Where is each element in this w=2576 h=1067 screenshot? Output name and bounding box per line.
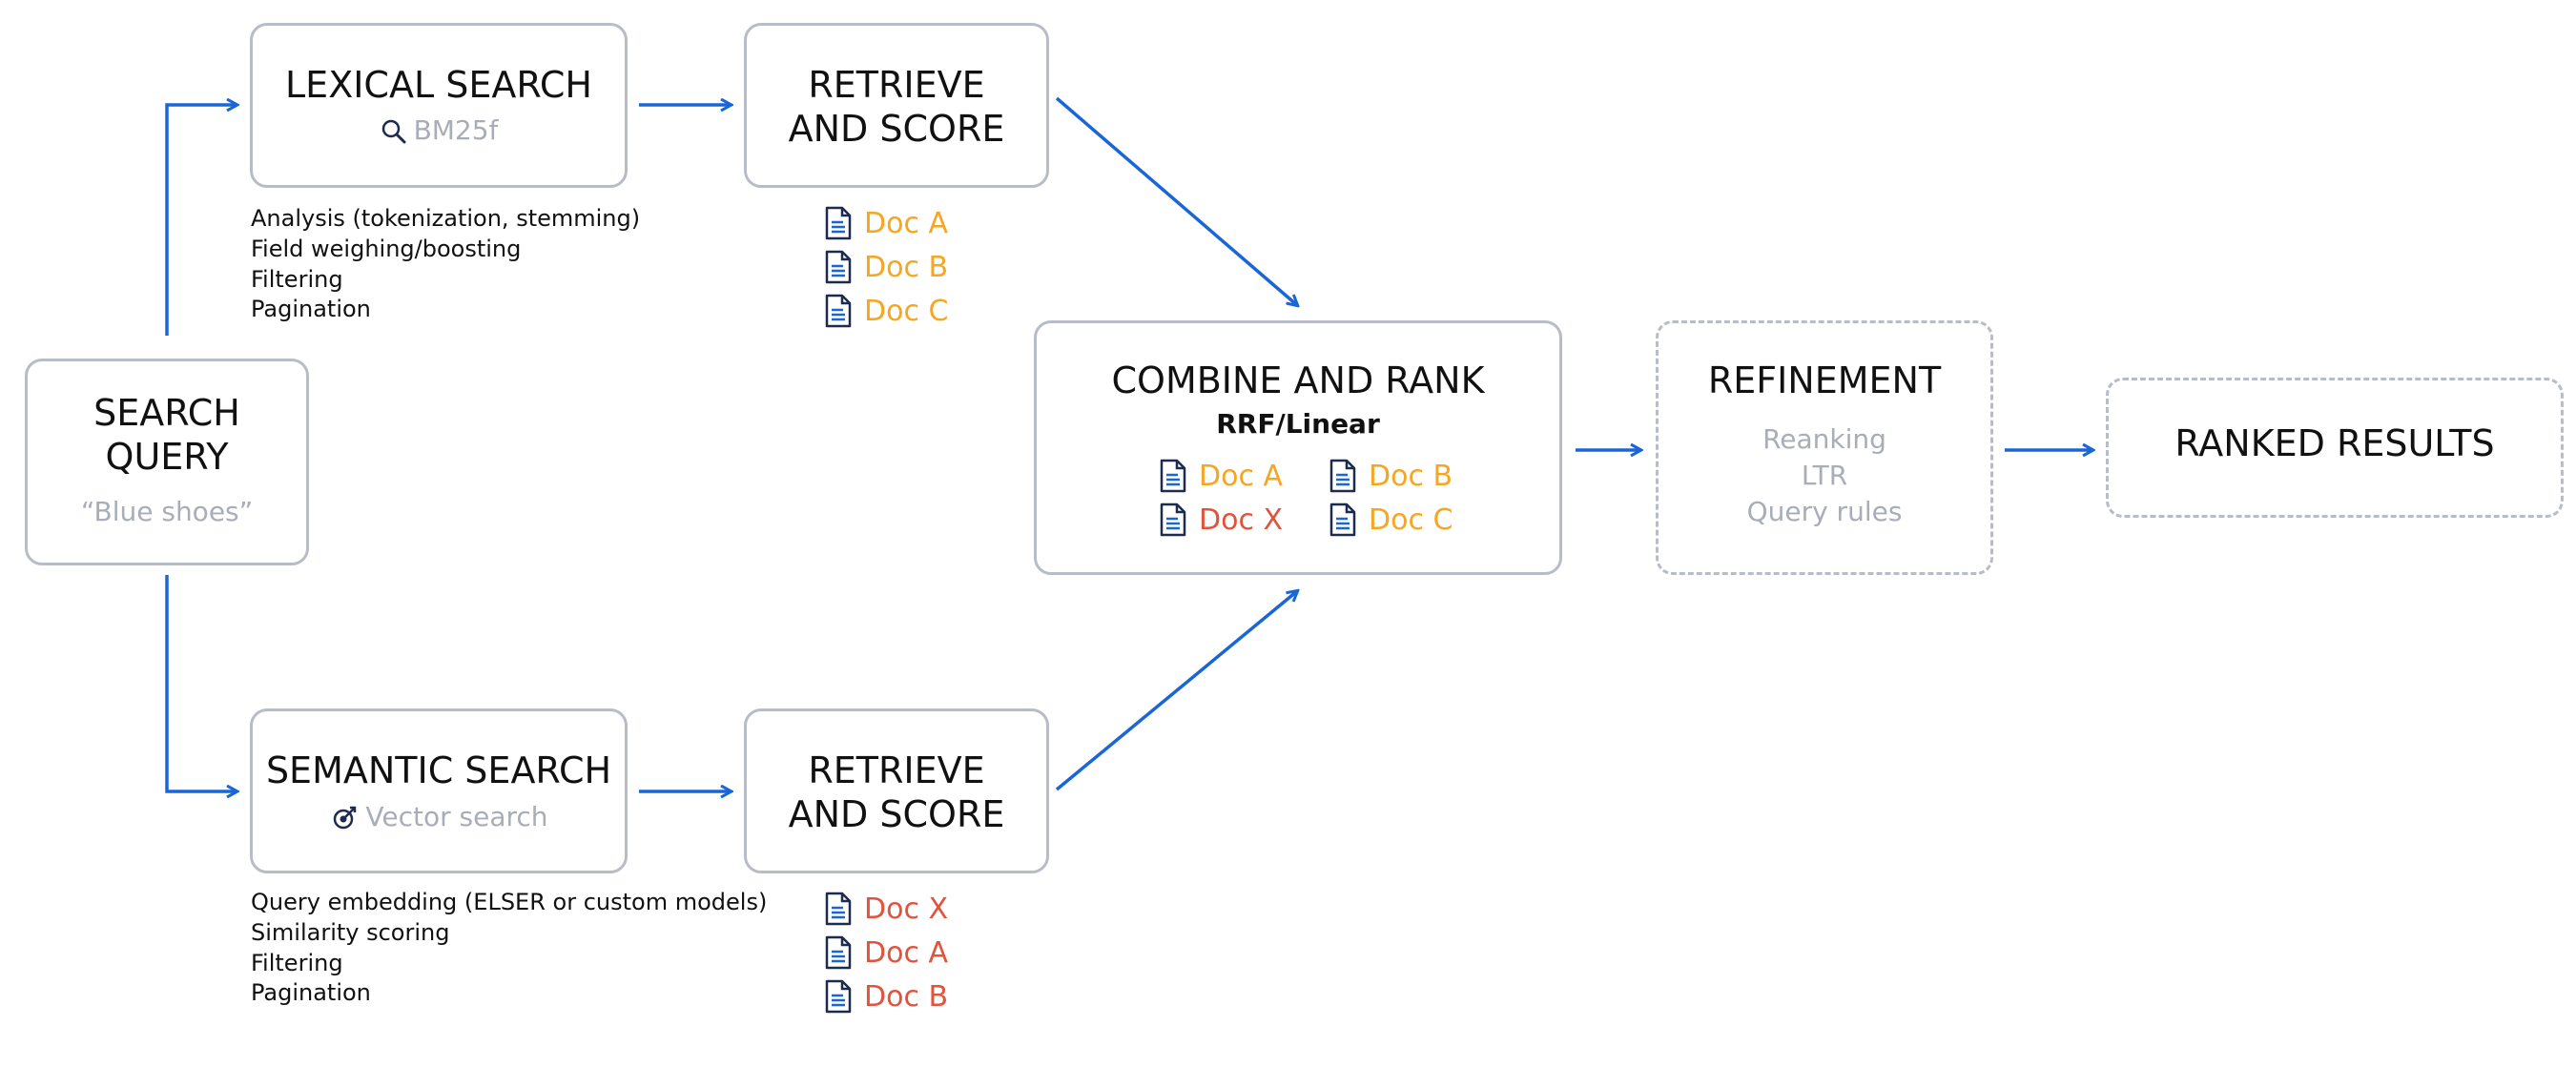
combine-method: RRF/Linear [1216,408,1380,440]
document-icon [825,206,852,240]
retrieve-top-line1: RETRIEVE [808,64,985,106]
ranked-results-box [2106,378,2564,518]
doc-label: Doc A [1199,459,1284,493]
retrieve-score-top-box [744,23,1049,188]
semantic-search-box [250,708,628,873]
document-icon [825,935,852,970]
retrieve-top-doc-2: Doc B [824,248,948,286]
document-icon [1329,459,1356,493]
combine-rank-box [1034,320,1562,575]
search-query-example: “Blue shoes” [80,496,254,527]
doc-label: Doc A [864,206,949,240]
vector-target-icon [334,806,357,830]
semantic-note-1-bold: Query embedding [251,889,458,915]
document-icon [1160,459,1186,493]
lexical-note-3: Filtering [251,266,343,293]
lexical-method: BM25f [250,114,628,146]
doc-label: Doc C [1369,503,1453,537]
search-query-title-line1: SEARCH [93,392,240,434]
semantic-note-2: Similarity scoring [251,919,450,946]
doc-label: Doc X [1199,503,1284,537]
refinement-item-3: Query rules [1746,496,1903,527]
lexical-search-box [250,23,628,188]
doc-label: Doc B [864,979,949,1014]
arrow-query-to-lexical [165,105,237,336]
doc-label: Doc A [864,935,949,970]
retrieve-bottom-line2: AND SCORE [788,793,1005,835]
semantic-note-1-rest: (ELSER or custom models) [457,889,768,915]
arrow-retrieve-top-to-combine [1055,96,1297,305]
combine-title: COMBINE AND RANK [1111,359,1485,401]
semantic-method: Vector search [250,801,628,833]
semantic-search-title: SEMANTIC SEARCH [265,749,612,791]
document-icon [825,250,852,284]
lexical-note-4: Pagination [251,296,371,322]
doc-label: Doc C [864,294,949,328]
search-query-box [25,359,309,565]
document-icon [825,979,852,1014]
retrieve-bottom-doc-2: Doc A [824,934,948,972]
document-icon [825,892,852,926]
doc-label: Doc X [864,892,949,926]
lexical-note-2: Field weighing/boosting [251,236,522,262]
combine-doc-1: Doc A [1159,457,1283,495]
retrieve-top-doc-1: Doc A [824,204,948,242]
arrow-query-to-semantic [165,575,237,791]
refinement-box [1656,320,1993,575]
doc-label: Doc B [1369,459,1453,493]
retrieve-top-doc-3: Doc C [824,292,948,330]
refinement-item-1: Reanking [1762,423,1886,455]
refinement-item-2: LTR [1801,460,1848,491]
retrieve-bottom-line1: RETRIEVE [808,749,985,791]
semantic-method-label: Vector search [365,801,548,832]
lexical-search-title: LEXICAL SEARCH [285,64,592,106]
combine-doc-3: Doc X [1159,501,1283,539]
semantic-note-4: Pagination [251,979,371,1006]
document-icon [1160,503,1186,537]
retrieve-bottom-doc-1: Doc X [824,890,948,928]
semantic-note-3: Filtering [251,950,343,976]
retrieve-bottom-doc-3: Doc B [824,977,948,1016]
refinement-title: REFINEMENT [1707,359,1942,401]
search-query-title-line2: QUERY [105,436,229,478]
ranked-results-title: RANKED RESULTS [2174,422,2495,464]
lexical-note-1: Analysis (tokenization, stemming) [251,205,641,232]
document-icon [825,294,852,328]
semantic-note-1: Query embedding (ELSER or custom models) [251,888,767,917]
retrieve-top-line2: AND SCORE [788,108,1005,150]
doc-label: Doc B [864,250,949,284]
combine-doc-2: Doc B [1329,457,1453,495]
arrow-retrieve-bottom-to-combine [1055,591,1297,791]
retrieve-score-bottom-box [744,708,1049,873]
combine-doc-4: Doc C [1329,501,1453,539]
lexical-method-label: BM25f [413,114,499,146]
document-icon [1329,503,1356,537]
magnifier-icon [381,119,406,144]
